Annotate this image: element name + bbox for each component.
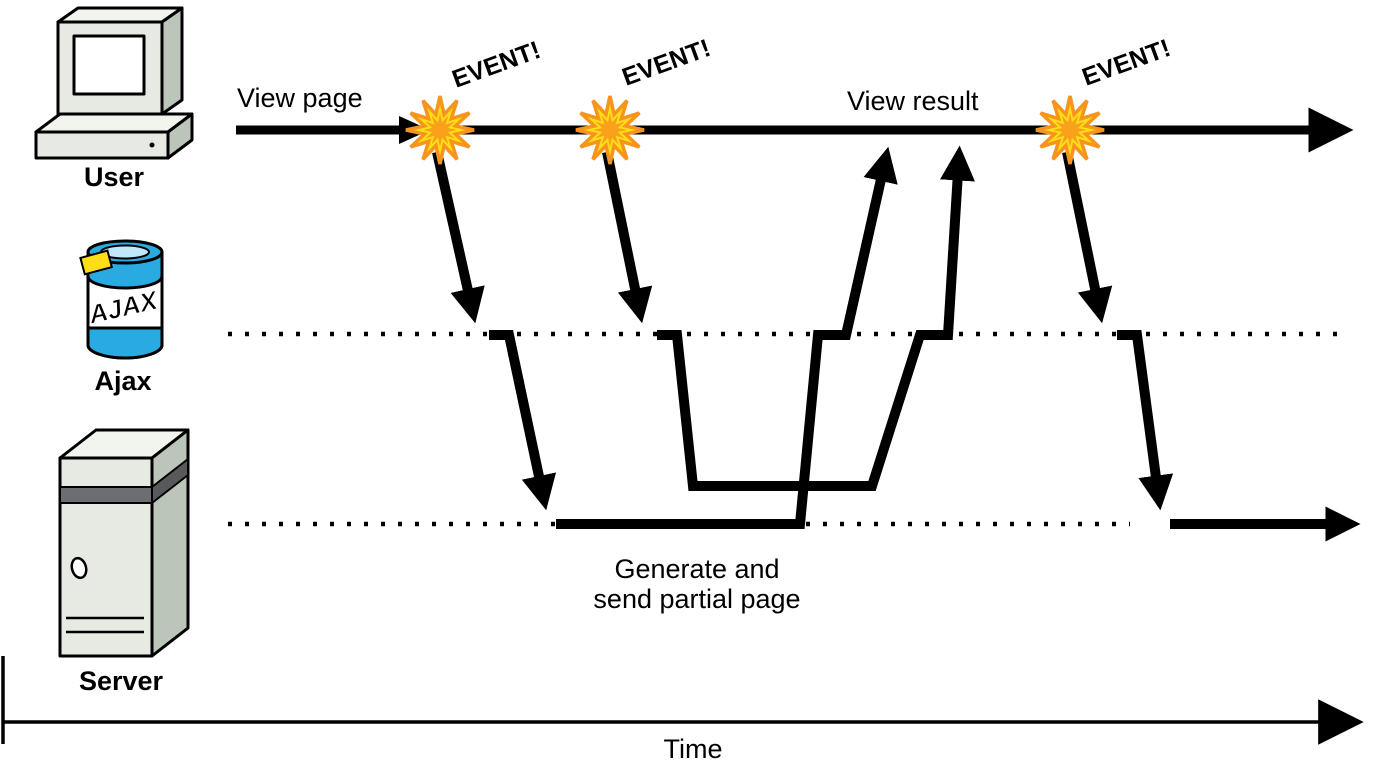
can-price-tag xyxy=(79,249,114,276)
monitor-side xyxy=(160,6,184,116)
event-label-2: EVENT! xyxy=(618,34,714,92)
event-label-1: EVENT! xyxy=(448,36,544,94)
view-page-label: View page xyxy=(237,83,363,113)
generate-label-line2: send partial page xyxy=(593,584,800,614)
can-bottom-band xyxy=(86,326,164,360)
request1-ajax-to-server-arrow xyxy=(489,330,557,511)
server-tower-icon xyxy=(58,428,190,658)
time-label: Time xyxy=(664,734,723,764)
user-label: User xyxy=(84,162,145,192)
user-computer-icon xyxy=(34,6,194,160)
event-starburst-2 xyxy=(574,94,646,166)
computer-case-front xyxy=(34,130,170,160)
request1-user-to-ajax-arrow xyxy=(432,150,485,324)
server-front-stripe xyxy=(59,486,153,504)
computer-case-top xyxy=(34,112,194,134)
server-side-stripe xyxy=(151,458,189,504)
request3-ajax-to-server-arrow xyxy=(1117,330,1174,511)
ajax-label: Ajax xyxy=(94,366,151,396)
server1-process-and-response-arrow xyxy=(556,146,898,529)
server-power-button xyxy=(70,556,88,580)
computer-power-button xyxy=(149,142,155,148)
monitor-screen xyxy=(72,34,146,96)
request2-process-and-response-arrow xyxy=(657,145,975,491)
generate-label-line1: Generate and xyxy=(614,554,779,584)
ajax-can-icon: AJAX xyxy=(79,239,164,360)
request3-user-to-ajax-arrow xyxy=(1062,150,1113,324)
request2-user-to-ajax-arrow xyxy=(602,150,653,324)
event-starburst-3 xyxy=(1034,94,1106,166)
server-label: Server xyxy=(79,666,164,696)
event-label-3: EVENT! xyxy=(1078,34,1174,92)
event-starburst-1 xyxy=(404,94,476,166)
view-result-label: View result xyxy=(847,86,979,116)
